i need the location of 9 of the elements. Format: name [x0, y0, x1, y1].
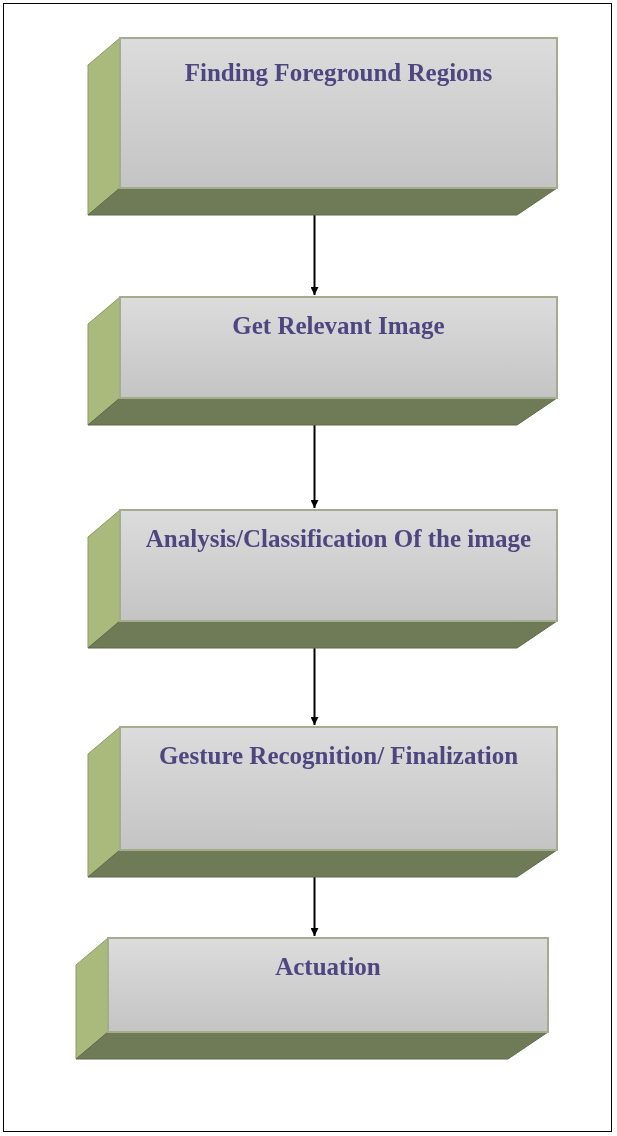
step-label: Analysis/Classification Of the image	[144, 524, 533, 553]
arrow	[310, 876, 319, 937]
step-label: Get Relevant Image	[231, 311, 446, 340]
arrow	[310, 214, 319, 296]
step-label: Finding Foreground Regions	[183, 58, 494, 87]
step-label: Gesture Recognition/ Finalization	[157, 741, 520, 770]
step-label: Actuation	[274, 952, 382, 981]
arrow	[310, 424, 319, 509]
arrow	[310, 647, 319, 726]
